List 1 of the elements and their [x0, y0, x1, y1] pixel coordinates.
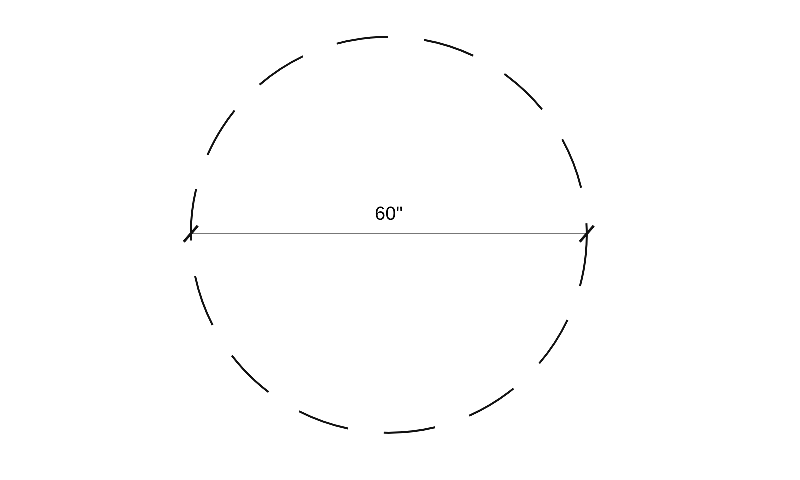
dimension-label: 60" — [375, 205, 403, 224]
